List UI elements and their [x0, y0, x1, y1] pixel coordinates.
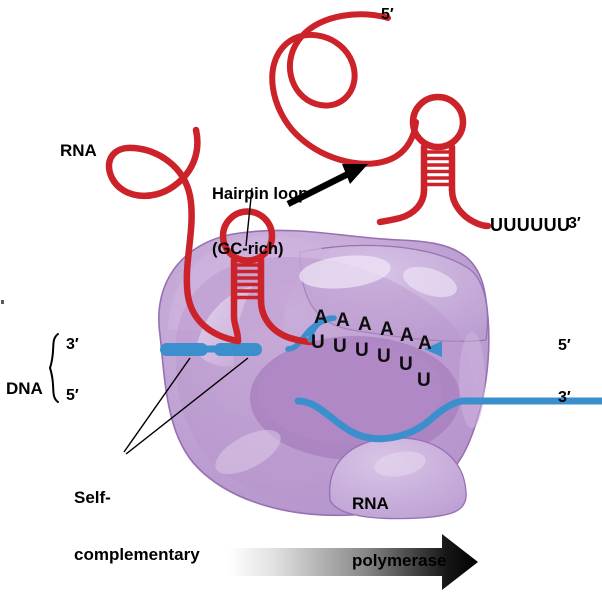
hairpin-loop-circle	[219, 208, 276, 264]
self-complementary-block-1	[160, 343, 208, 356]
rna-base-6: U	[417, 370, 431, 391]
self-complementary-label-line1: Self-	[74, 488, 111, 508]
released-hairpin-left-arm	[376, 186, 428, 226]
released-hairpin-rungs	[424, 150, 452, 187]
self-complementary-label-line2: complementary	[74, 545, 200, 565]
rna-polymerase-label-line1: RNA	[352, 494, 389, 514]
self-complementary-block-2	[214, 343, 262, 356]
poly-u-tail-label: UUUUUU	[490, 215, 571, 235]
hairpin-loop-label-line2: (GC-rich)	[212, 240, 284, 259]
released-rna	[269, 11, 492, 230]
dna-left-5prime-label: 5′	[66, 387, 79, 404]
rna-base-4: U	[377, 346, 391, 367]
template-base-1: A	[314, 307, 328, 328]
hairpin-loop-label: Hairpin loop (GC-rich)	[212, 148, 308, 296]
edge-tick-mark	[1, 300, 4, 304]
leader-selfcomp-1	[123, 357, 191, 453]
nascent-rna	[105, 126, 316, 346]
released-rna-3prime-label: 3′	[568, 215, 581, 232]
template-base-6: A	[418, 333, 432, 354]
rna-dna-hybrid-arc	[307, 315, 333, 343]
rna-base-5: U	[399, 354, 413, 375]
dna-right-5prime-label: 5′	[558, 337, 571, 354]
dna-right-3prime-label: 3′	[558, 389, 571, 406]
rna-base-3: U	[355, 340, 369, 361]
rna-release-arrow	[286, 164, 368, 207]
leader-hairpin	[245, 187, 253, 247]
rna-polymerase-label-line2: polymerase	[352, 551, 447, 571]
template-base-5: A	[400, 325, 414, 346]
dna-coding-strand-bubble	[294, 397, 602, 443]
released-rna-5prime-tail	[269, 11, 419, 167]
rna-label: RNA	[60, 141, 97, 160]
rna-base-2: U	[333, 336, 347, 357]
rna-5prime-tail	[105, 126, 242, 345]
template-base-4: A	[380, 319, 394, 340]
dna-left-3prime-label: 3′	[66, 336, 79, 353]
dna-label: DNA	[6, 379, 43, 398]
template-base-2: A	[336, 310, 350, 331]
released-hairpin-loop-circle	[409, 93, 467, 151]
dna-strand-arrowhead	[424, 341, 442, 357]
self-complementary-sequence-label: Self- complementary sequence	[74, 450, 200, 602]
rna-exit-segment	[257, 296, 316, 346]
rna-base-1: U	[311, 332, 325, 353]
rna-polymerase-label: RNA polymerase	[352, 456, 447, 602]
leader-lines	[123, 187, 253, 455]
hairpin-base-pair-rungs	[234, 263, 261, 300]
dna-brace	[48, 333, 59, 403]
hairpin-loop-label-line1: Hairpin loop	[212, 184, 309, 203]
released-rna-5prime-label: 5′	[381, 6, 394, 23]
template-base-3: A	[358, 314, 372, 335]
released-hairpin-right-arm	[448, 186, 492, 230]
transcription-direction-arrow	[228, 534, 478, 590]
leader-selfcomp-2	[125, 357, 249, 455]
